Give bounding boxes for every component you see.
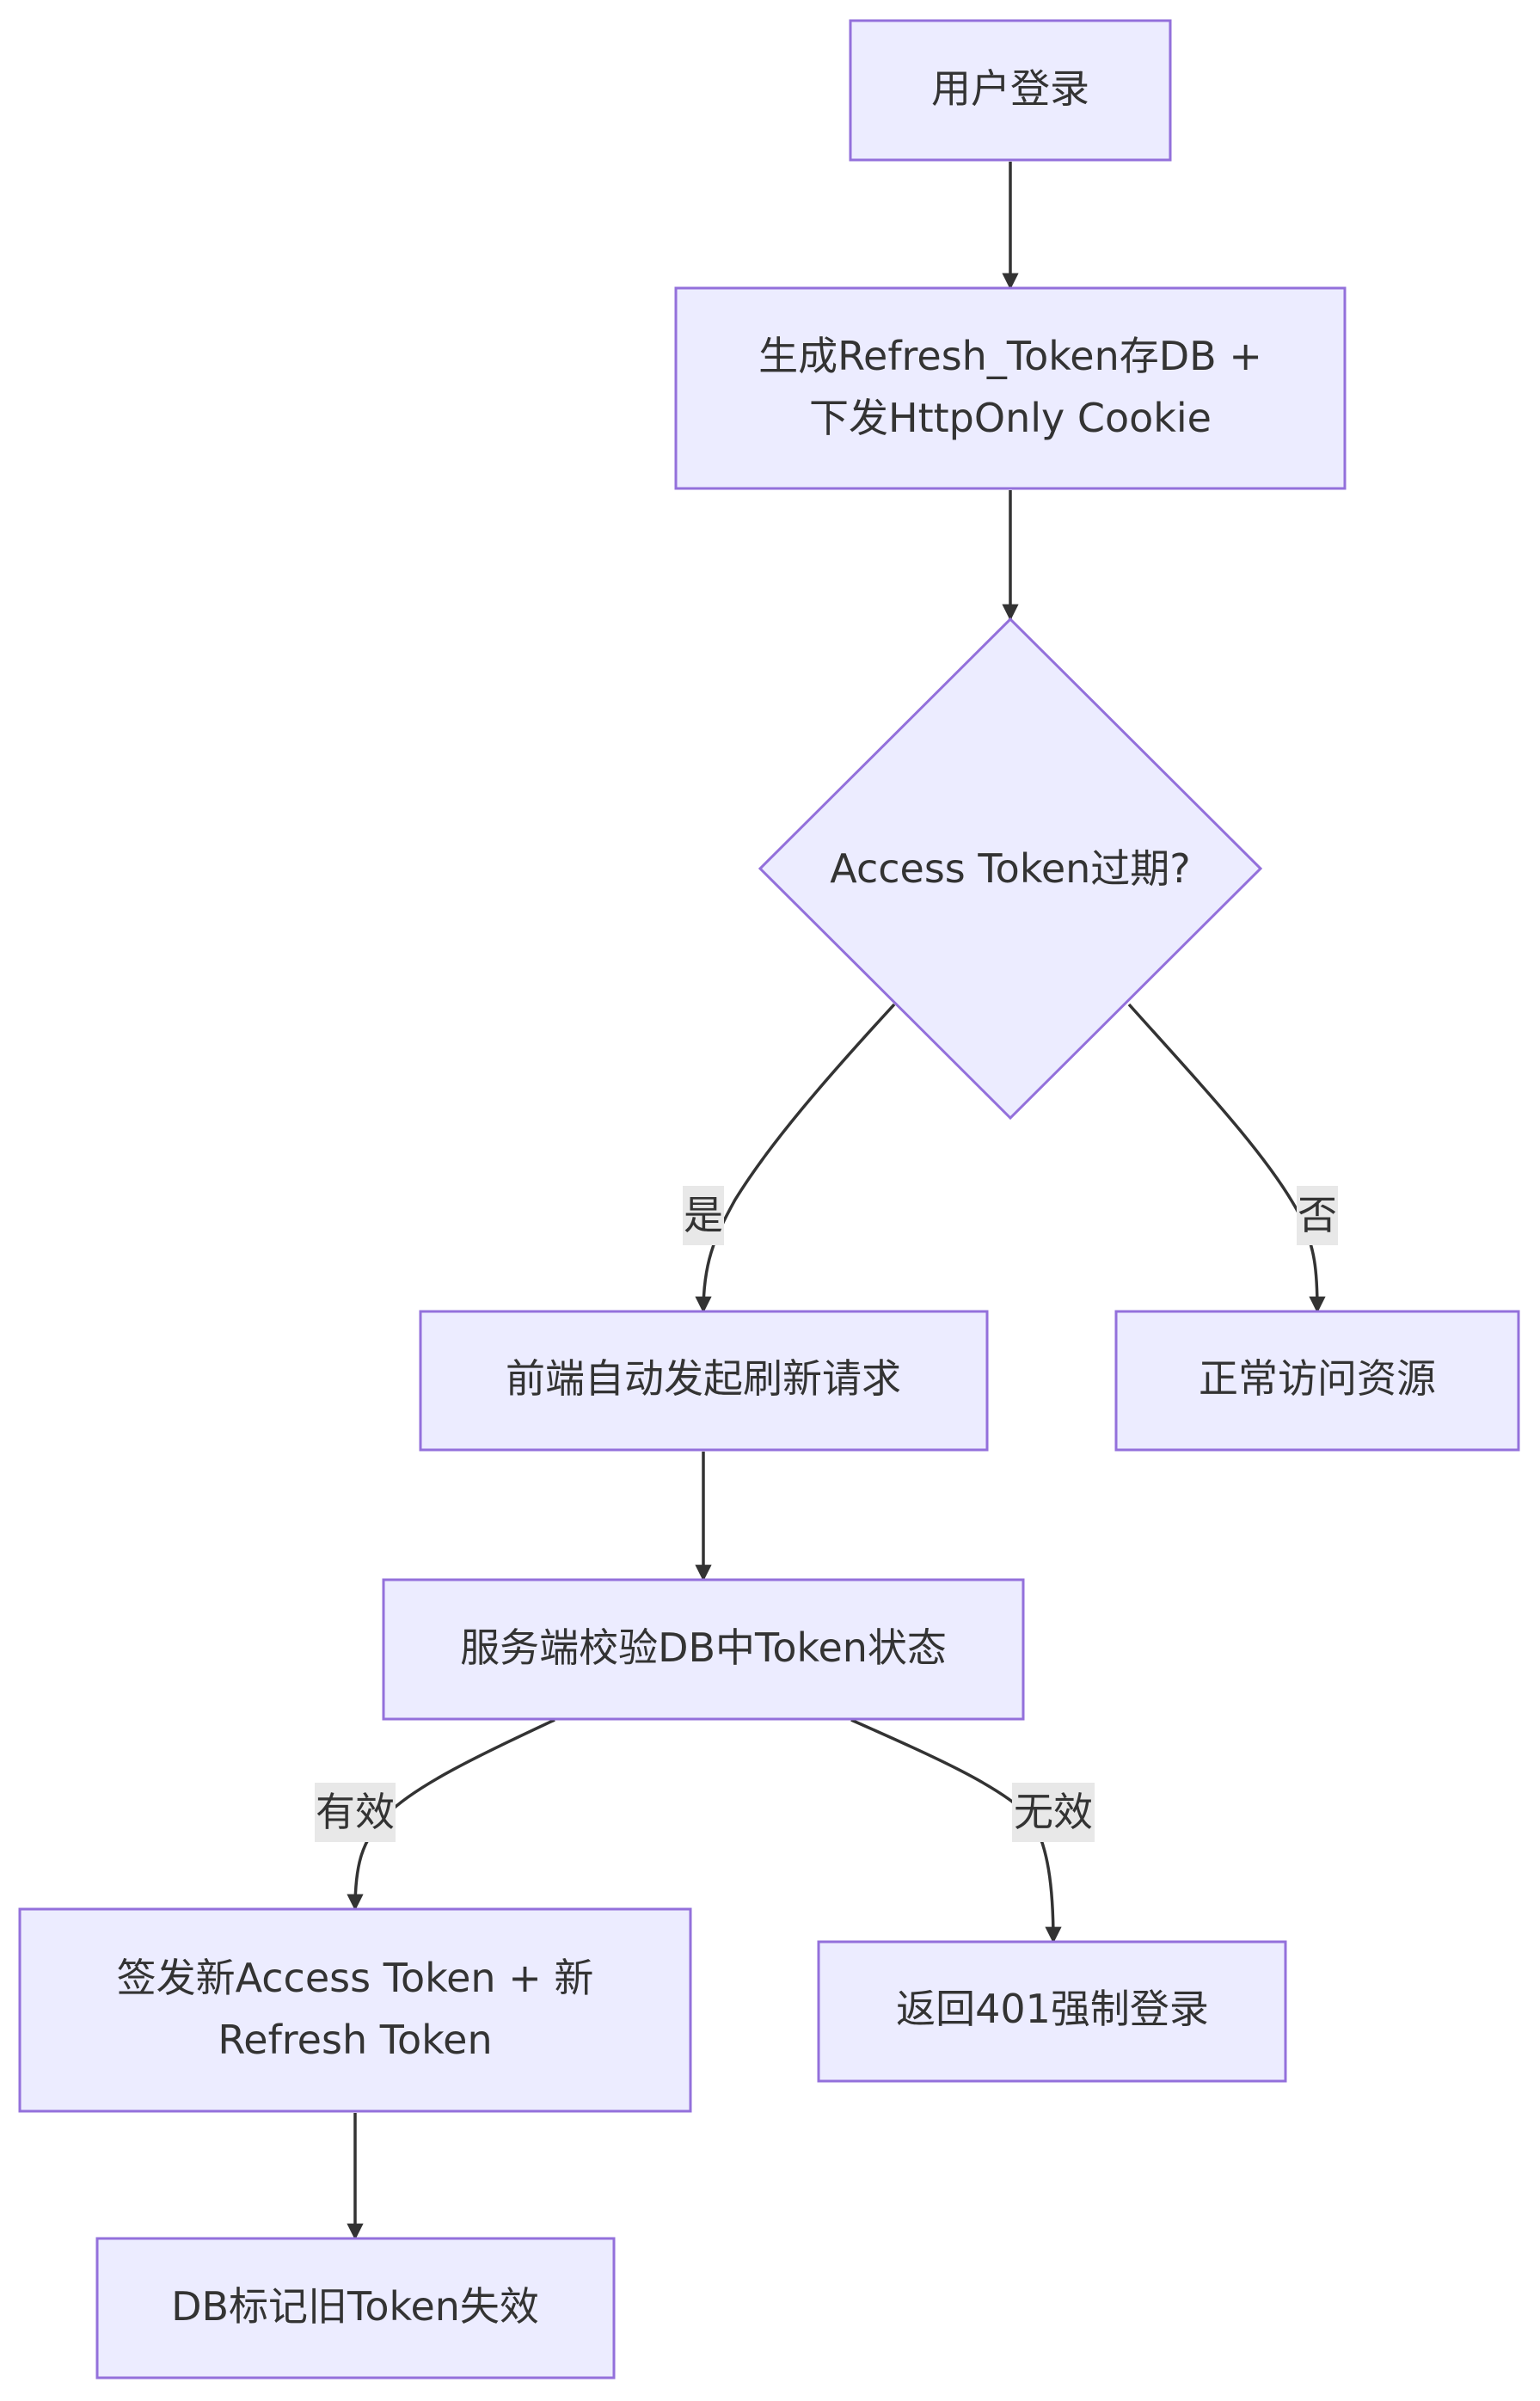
edge-decision-no bbox=[1127, 1003, 1326, 1313]
svg-text:否: 否 bbox=[1298, 1192, 1337, 1238]
edge-label-valid: 有效 bbox=[315, 1783, 396, 1842]
node-decision-expired: Access Token过期? bbox=[758, 617, 1263, 1121]
node-auto-refresh: 前端自动发起刷新请求 bbox=[419, 1310, 989, 1452]
node-mark-old-invalid: DB标记旧Token失效 bbox=[95, 2237, 616, 2380]
edge-label-yes: 是 bbox=[683, 1186, 724, 1245]
node-server-verify: 服务端校验DB中Token状态 bbox=[382, 1578, 1025, 1721]
svg-text:正常访问资源: 正常访问资源 bbox=[1199, 1355, 1436, 1402]
svg-text:返回401强制登录: 返回401强制登录 bbox=[896, 1986, 1209, 2032]
edge-label-no: 否 bbox=[1297, 1186, 1338, 1245]
svg-text:服务端校验DB中Token状态: 服务端校验DB中Token状态 bbox=[460, 1624, 947, 1671]
edge-label-invalid: 无效 bbox=[1012, 1783, 1095, 1842]
svg-text:Refresh Token: Refresh Token bbox=[218, 2017, 492, 2063]
node-user-login: 用户登录 bbox=[849, 19, 1172, 162]
node-issue-new-tokens: 签发新Access Token + 新 Refresh Token bbox=[18, 1907, 692, 2113]
svg-text:Access Token过期?: Access Token过期? bbox=[830, 845, 1190, 892]
svg-text:是: 是 bbox=[684, 1192, 723, 1238]
svg-text:生成Refresh_Token存DB +: 生成Refresh_Token存DB + bbox=[758, 333, 1262, 379]
node-generate-token: 生成Refresh_Token存DB + 下发HttpOnly Cookie bbox=[674, 286, 1347, 490]
svg-text:DB标记旧Token失效: DB标记旧Token失效 bbox=[171, 2283, 539, 2330]
svg-text:用户登录: 用户登录 bbox=[931, 65, 1089, 112]
edge-decision-yes bbox=[695, 1003, 896, 1313]
svg-text:无效: 无效 bbox=[1014, 1789, 1093, 1835]
node-return-401: 返回401强制登录 bbox=[817, 1940, 1287, 2083]
svg-text:有效: 有效 bbox=[316, 1789, 395, 1835]
node-normal-access: 正常访问资源 bbox=[1114, 1310, 1520, 1452]
svg-text:签发新Access Token + 新: 签发新Access Token + 新 bbox=[117, 1955, 594, 2001]
svg-text:前端自动发起刷新请求: 前端自动发起刷新请求 bbox=[506, 1355, 901, 1402]
svg-text:下发HttpOnly Cookie: 下发HttpOnly Cookie bbox=[809, 395, 1212, 441]
